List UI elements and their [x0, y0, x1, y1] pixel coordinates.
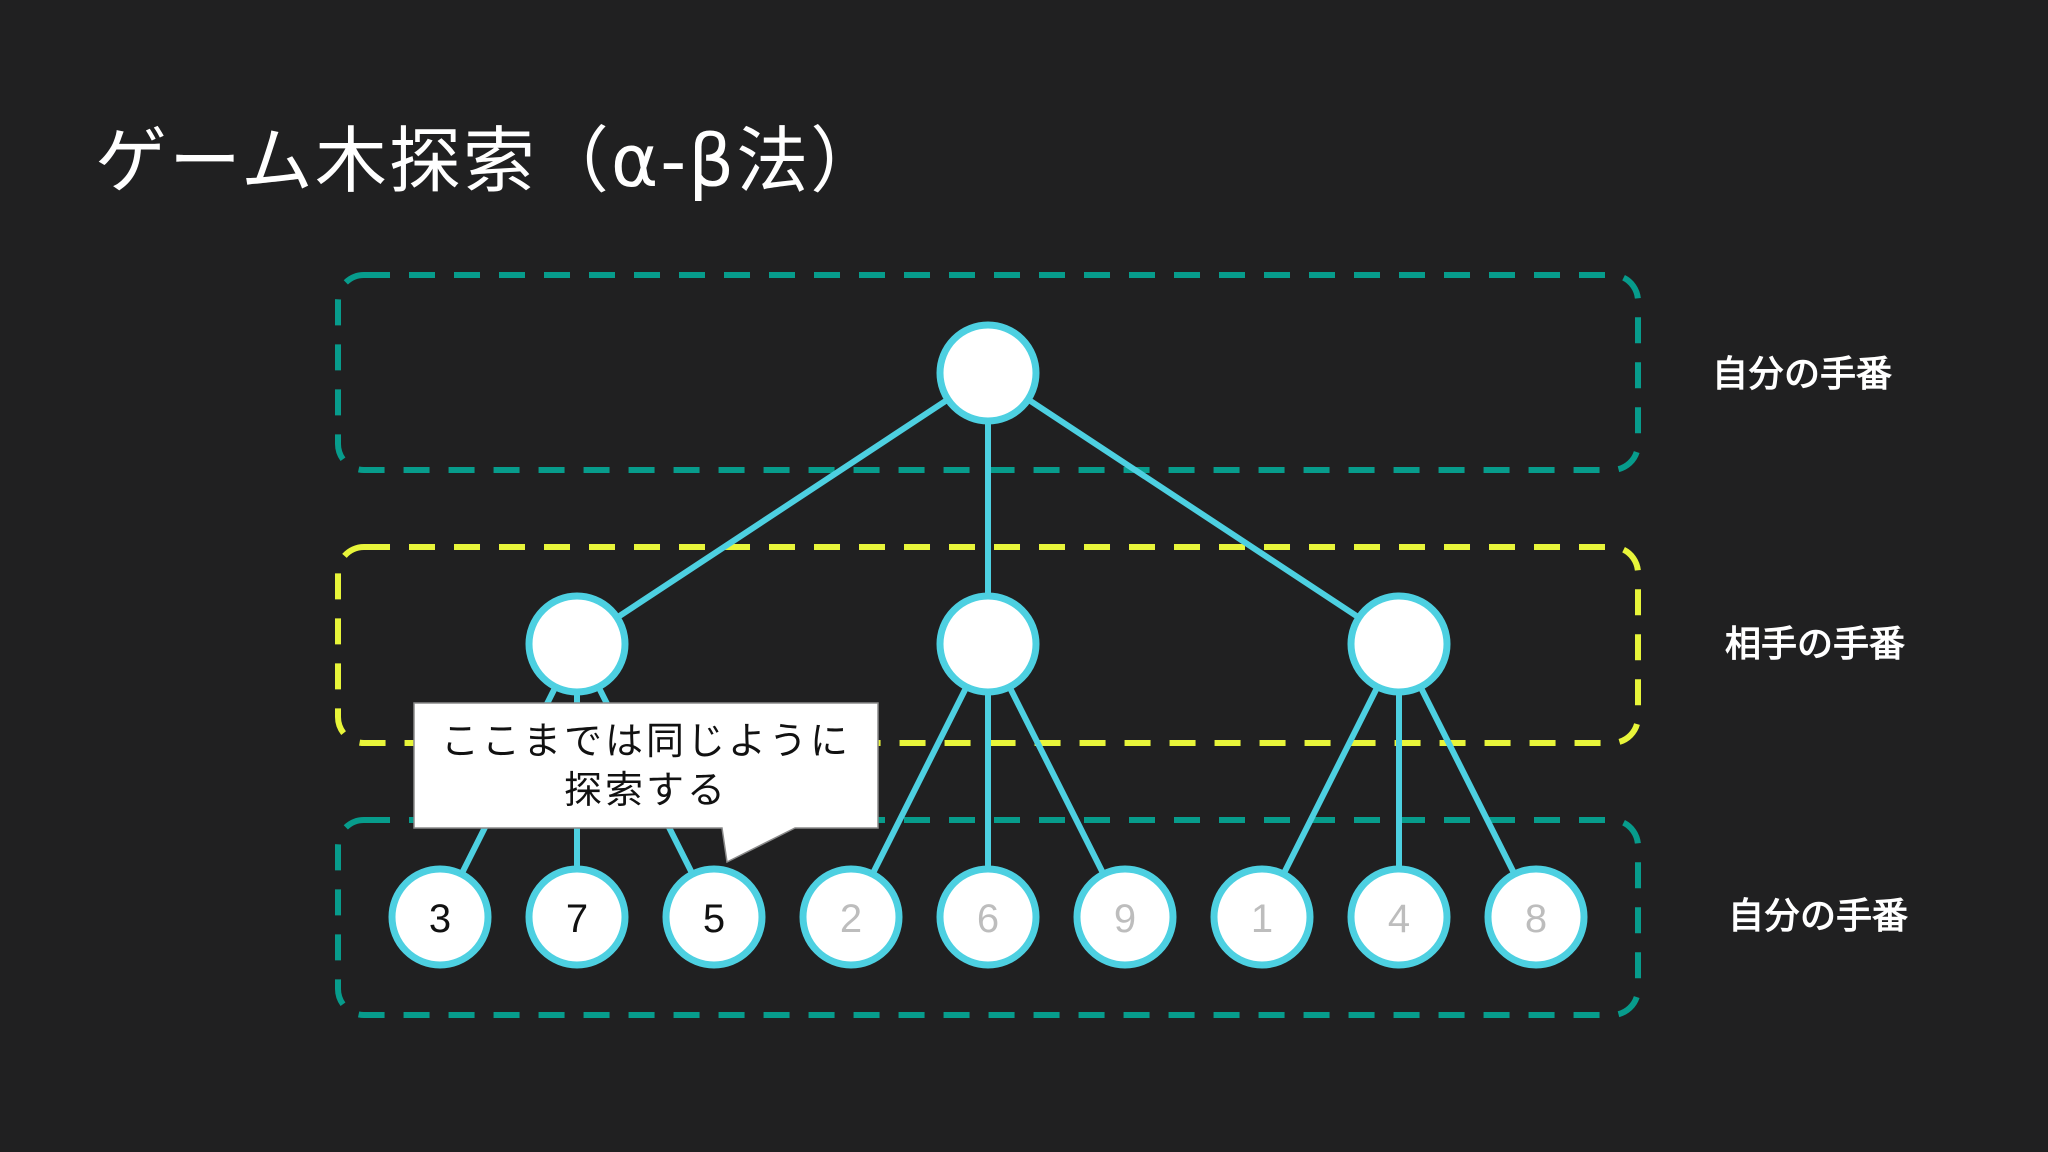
opponent-node [936, 592, 1040, 696]
leaf-value: 2 [840, 897, 862, 941]
turn-band-self [335, 817, 1641, 1018]
leaf-node [388, 865, 492, 969]
turn-label-opponent: 相手の手番 [1725, 624, 1906, 665]
leaf-node [1347, 865, 1451, 969]
opponent-node [1347, 592, 1451, 696]
tree-edge [574, 370, 991, 647]
slide-title: ゲーム木探索（α-β法） [95, 119, 885, 203]
leaf-node [1484, 865, 1588, 969]
leaf-node [1073, 865, 1177, 969]
turn-label-self-root: 自分の手番 [1712, 354, 1893, 395]
leaf-node [1210, 865, 1314, 969]
leaf-value: 6 [977, 897, 999, 941]
leaf-value: 1 [1251, 897, 1273, 941]
leaf-value: 5 [703, 897, 725, 941]
leaf-node [525, 865, 629, 969]
turn-label-self-leaves: 自分の手番 [1728, 896, 1909, 937]
leaf-node [936, 865, 1040, 969]
leaf-value: 3 [429, 897, 451, 941]
leaf-value: 7 [566, 897, 588, 941]
tree-edge [985, 370, 1402, 647]
leaf-value: 8 [1525, 897, 1547, 941]
turn-band-self [335, 272, 1641, 473]
leaf-node [799, 865, 903, 969]
opponent-node [525, 592, 629, 696]
turn-band-opponent [335, 544, 1641, 746]
turn-bands [335, 272, 1641, 1018]
leaf-node [662, 865, 766, 969]
leaf-value: 4 [1388, 897, 1410, 941]
tree-nodes: 3 7 5 2 6 9 1 4 8 [388, 321, 1588, 969]
root-node [936, 321, 1040, 425]
callout-shape [413, 702, 879, 864]
callout-bubble [413, 702, 879, 864]
leaf-value: 9 [1114, 897, 1136, 941]
